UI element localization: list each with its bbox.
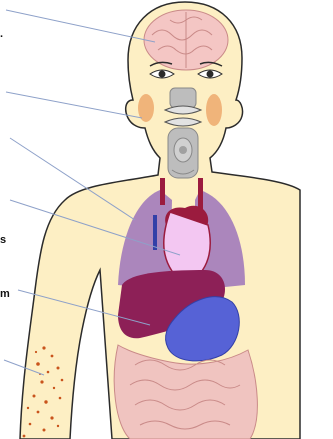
- edge-label-liver: m: [0, 288, 10, 300]
- throat: [165, 88, 201, 178]
- edge-label-lungs: s: [0, 234, 6, 246]
- brain: [144, 10, 228, 70]
- edge-label-brain: .: [0, 28, 3, 40]
